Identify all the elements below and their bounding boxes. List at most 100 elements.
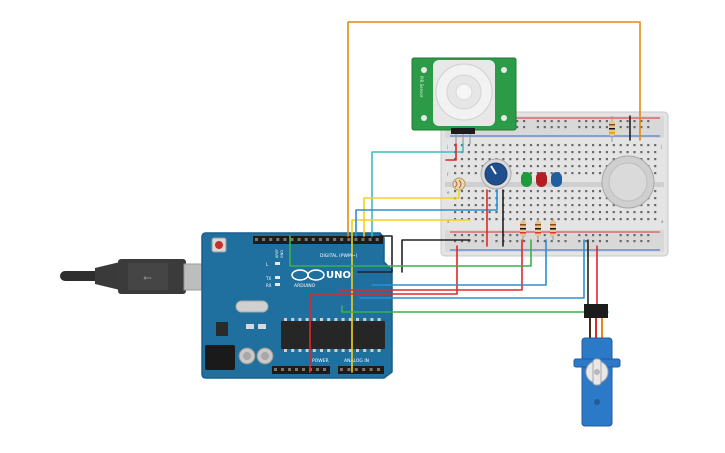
digital-header-pin [283,238,287,241]
breadboard-hole [585,218,588,221]
breadboard-rail-hole [633,234,636,237]
wire-blue-2[interactable] [359,239,585,299]
resistor-3[interactable] [550,218,556,240]
breadboard-hole [509,197,512,200]
analog-header-pin [340,368,343,371]
led-green[interactable] [521,172,532,187]
breadboard-hole [564,190,567,193]
breadboard-hole [523,158,526,161]
breadboard-hole [571,211,574,214]
digital-header-pin [304,238,308,241]
wire-black-2[interactable] [401,239,471,273]
photoresistor[interactable] [452,177,466,191]
power-jack[interactable] [205,345,235,370]
rx-label: RX [266,283,272,288]
breadboard-rail-hole [592,240,595,243]
breadboard-hole [543,158,546,161]
breadboard-hole [536,197,539,200]
digital-header-pin [297,238,301,241]
power-label: POWER [312,358,329,364]
breadboard-hole [647,211,650,214]
servo-screw-hole [594,399,600,405]
breadboard-hole [550,158,553,161]
breadboard-hole [523,197,526,200]
breadboard-hole [585,144,588,147]
resistor-2[interactable] [535,218,541,240]
breadboard-rail-hole [592,234,595,237]
breadboard-rail-hole [633,120,636,123]
wire-yellow-2[interactable] [351,219,471,373]
smd-component-1 [246,324,254,329]
potentiometer[interactable] [480,158,512,190]
wire-blue-1[interactable] [371,239,547,286]
breadboard-hole [592,144,595,147]
breadboard-hole [633,144,636,147]
chip-pin [298,349,302,352]
photoresistor-trace [454,179,462,189]
wire-yellow-1[interactable] [363,189,460,237]
breadboard-hole [529,211,533,214]
usb-cable[interactable]: ⭠ [60,259,211,294]
breadboard-rail-hole [619,120,622,123]
analog-header-pin [354,368,358,371]
arduino-uno-board[interactable]: AREF GND DIGITAL (PWM~) L TX RX UNO ARDU… [201,232,393,379]
breadboard-hole [578,158,581,161]
breadboard-rail-hole [578,126,581,129]
resistor-photoresistor[interactable] [609,116,615,142]
breadboard-hole [612,218,615,221]
led-blue[interactable] [551,172,562,187]
breadboard-hole [481,144,484,147]
breadboard-hole [516,197,519,200]
breadboard-hole [467,172,470,175]
wire-black-1[interactable] [357,235,393,273]
breadboard-hole [578,218,581,221]
breadboard-bottom-rail [445,230,664,252]
reset-button-cap [215,241,223,249]
breadboard-rail-hole [585,126,588,129]
wire-red-2[interactable] [339,239,523,291]
row-letter-e: e [447,190,450,195]
breadboard-hole [536,204,539,207]
breadboard-rail-hole [536,240,539,243]
breadboard-hole [571,172,574,175]
breadboard-hole [564,218,567,221]
wire-orange[interactable] [347,21,641,237]
breadboard-hole [550,211,553,214]
wire-green-1[interactable] [289,235,532,267]
chip-pin [327,318,331,321]
breadboard-hole [619,211,622,214]
resistor-1[interactable] [520,218,526,240]
breadboard-rail-hole [495,234,498,237]
wire-blue-pot[interactable] [355,189,498,237]
breadboard-hole [571,144,574,147]
breadboard-hole [536,158,539,161]
breadboard-rail-hole [647,120,650,123]
breadboard-rail-hole [640,240,643,243]
breadboard-hole [488,197,491,200]
breadboard-rail-hole [585,240,588,243]
wire-red-1[interactable] [309,245,458,373]
gas-sensor[interactable] [601,155,655,209]
breadboard-hole [640,151,643,154]
breadboard-hole [592,158,595,161]
wire-green-2[interactable] [341,305,609,313]
breadboard-hole [488,151,491,154]
wire-teal[interactable] [371,143,464,237]
breadboard-hole [454,165,457,168]
pir-sensor[interactable]: PIR Sensor [411,57,517,144]
breadboard-hole [536,165,539,168]
led-red[interactable] [536,172,547,187]
wire-red-pir[interactable] [445,143,457,161]
breadboard-hole [460,172,464,175]
usb-cable-strain-relief [95,262,120,290]
chip-pin [356,318,359,321]
breadboard-hole [654,151,657,154]
servo-motor[interactable] [573,304,621,427]
power-header-pin [274,368,277,371]
usb-icon: ⭠ [143,271,152,284]
digital-header-pin [347,238,351,241]
breadboard-hole [529,172,533,175]
breadboard-hole [654,218,657,221]
breadboard-hole [460,165,464,168]
chip-pin [377,349,381,352]
